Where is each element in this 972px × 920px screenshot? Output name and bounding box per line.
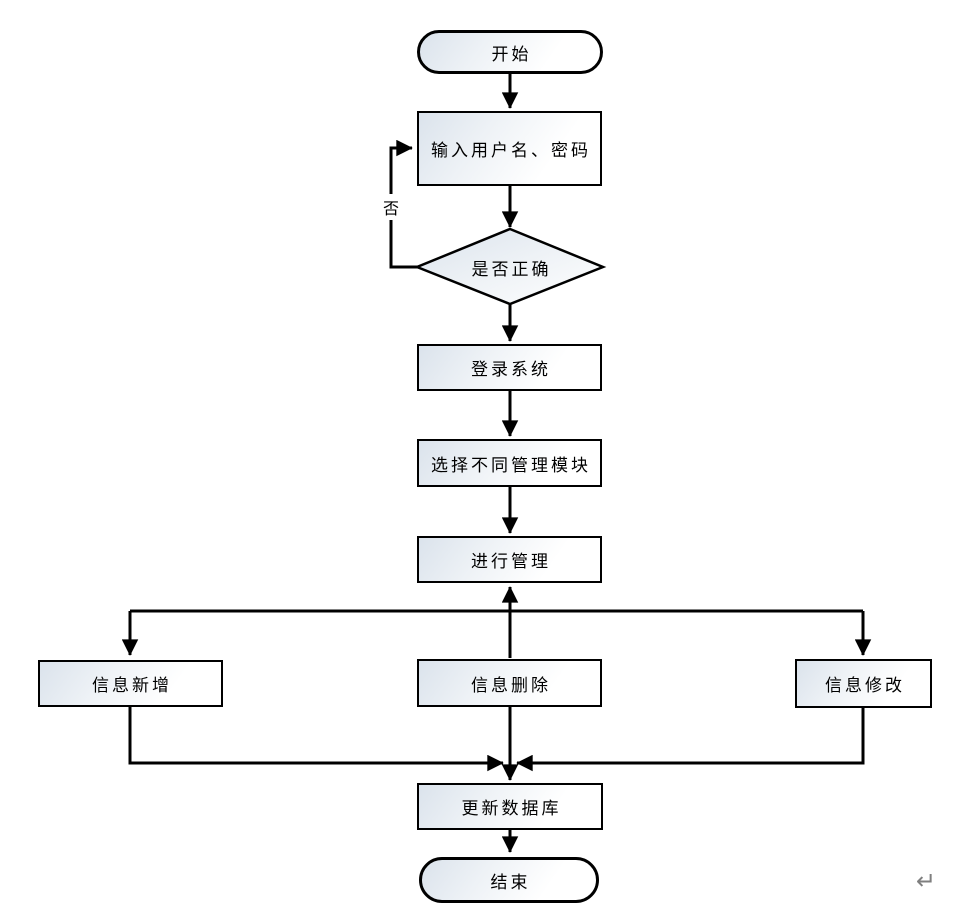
edge-add-merge xyxy=(128,707,504,772)
decision-diamond-shape xyxy=(413,227,607,306)
edge-label-no: 否 xyxy=(378,194,404,220)
node-info-add: 信息新增 xyxy=(38,660,223,707)
node-start: 开始 xyxy=(417,30,603,74)
node-login: 登录系统 xyxy=(417,344,602,391)
node-update-db: 更新数据库 xyxy=(417,783,603,830)
paragraph-return-icon: ↵ xyxy=(916,868,937,895)
node-input-credentials: 输入用户名、密码 xyxy=(417,111,602,186)
node-end: 结束 xyxy=(419,857,599,903)
node-verify-label: 是否正确 xyxy=(471,259,552,279)
edge-modify-merge xyxy=(516,708,865,772)
node-info-modify: 信息修改 xyxy=(795,659,932,708)
node-manage: 进行管理 xyxy=(417,536,602,583)
node-select-module: 选择不同管理模块 xyxy=(417,439,602,487)
node-info-delete: 信息删除 xyxy=(417,659,602,707)
